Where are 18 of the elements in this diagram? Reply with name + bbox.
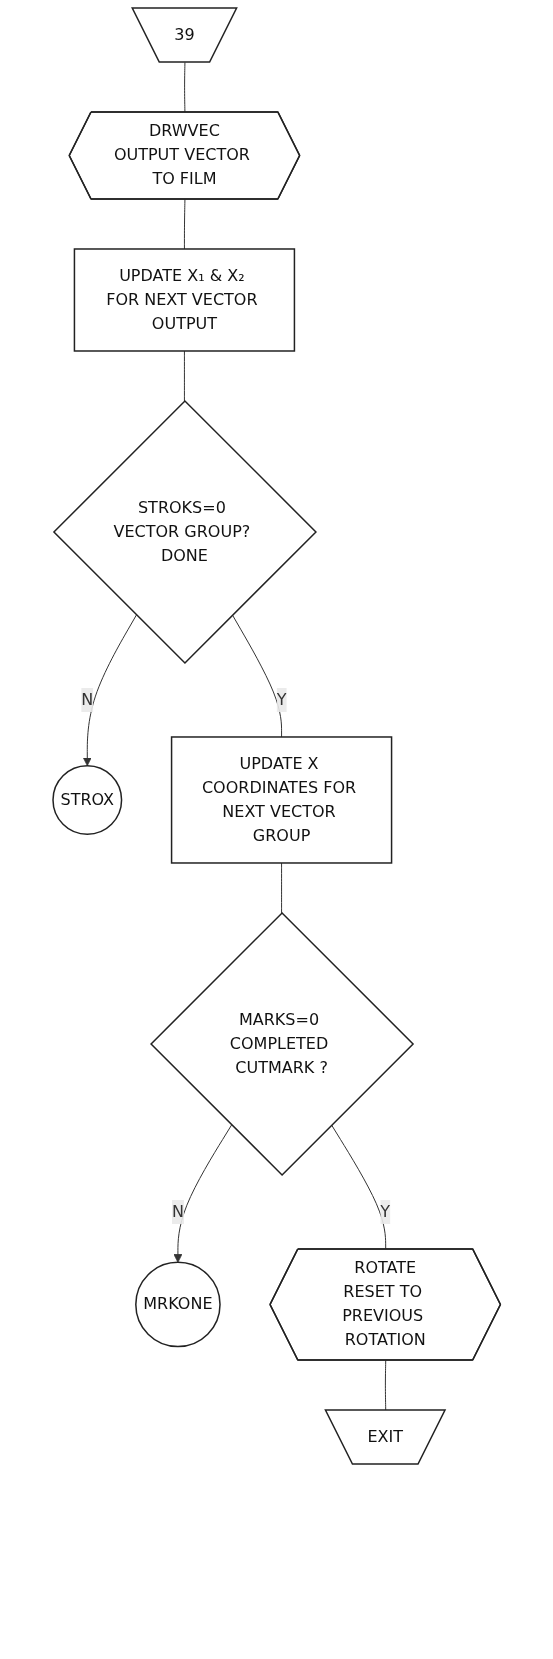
edge-label: N [81,689,94,709]
connector [330,1124,386,1250]
node-box: UPDATE X₁ & X₂ FOR NEXT VECTOR OUTPUT [73,248,295,352]
connector [183,62,186,113]
node-circle: STROX [52,764,123,835]
node-box: UPDATE X COORDINATES FOR NEXT VECTOR GROUP [170,736,393,864]
edge-label: Y [276,689,287,709]
node-circle: MRKONE [134,1261,221,1348]
connector [231,614,282,738]
edge-label: Y [380,1201,390,1221]
node-diamond: STROKS=0 VECTOR GROUP? DONE [52,399,317,665]
connector [280,862,282,914]
node-diamond: MARKS=0 COMPLETED CUTMARK ? [149,911,414,1177]
arrow [82,614,137,767]
arrow [173,1124,232,1263]
connector [183,350,185,402]
connector [183,199,186,250]
edge-label: N [171,1201,184,1221]
